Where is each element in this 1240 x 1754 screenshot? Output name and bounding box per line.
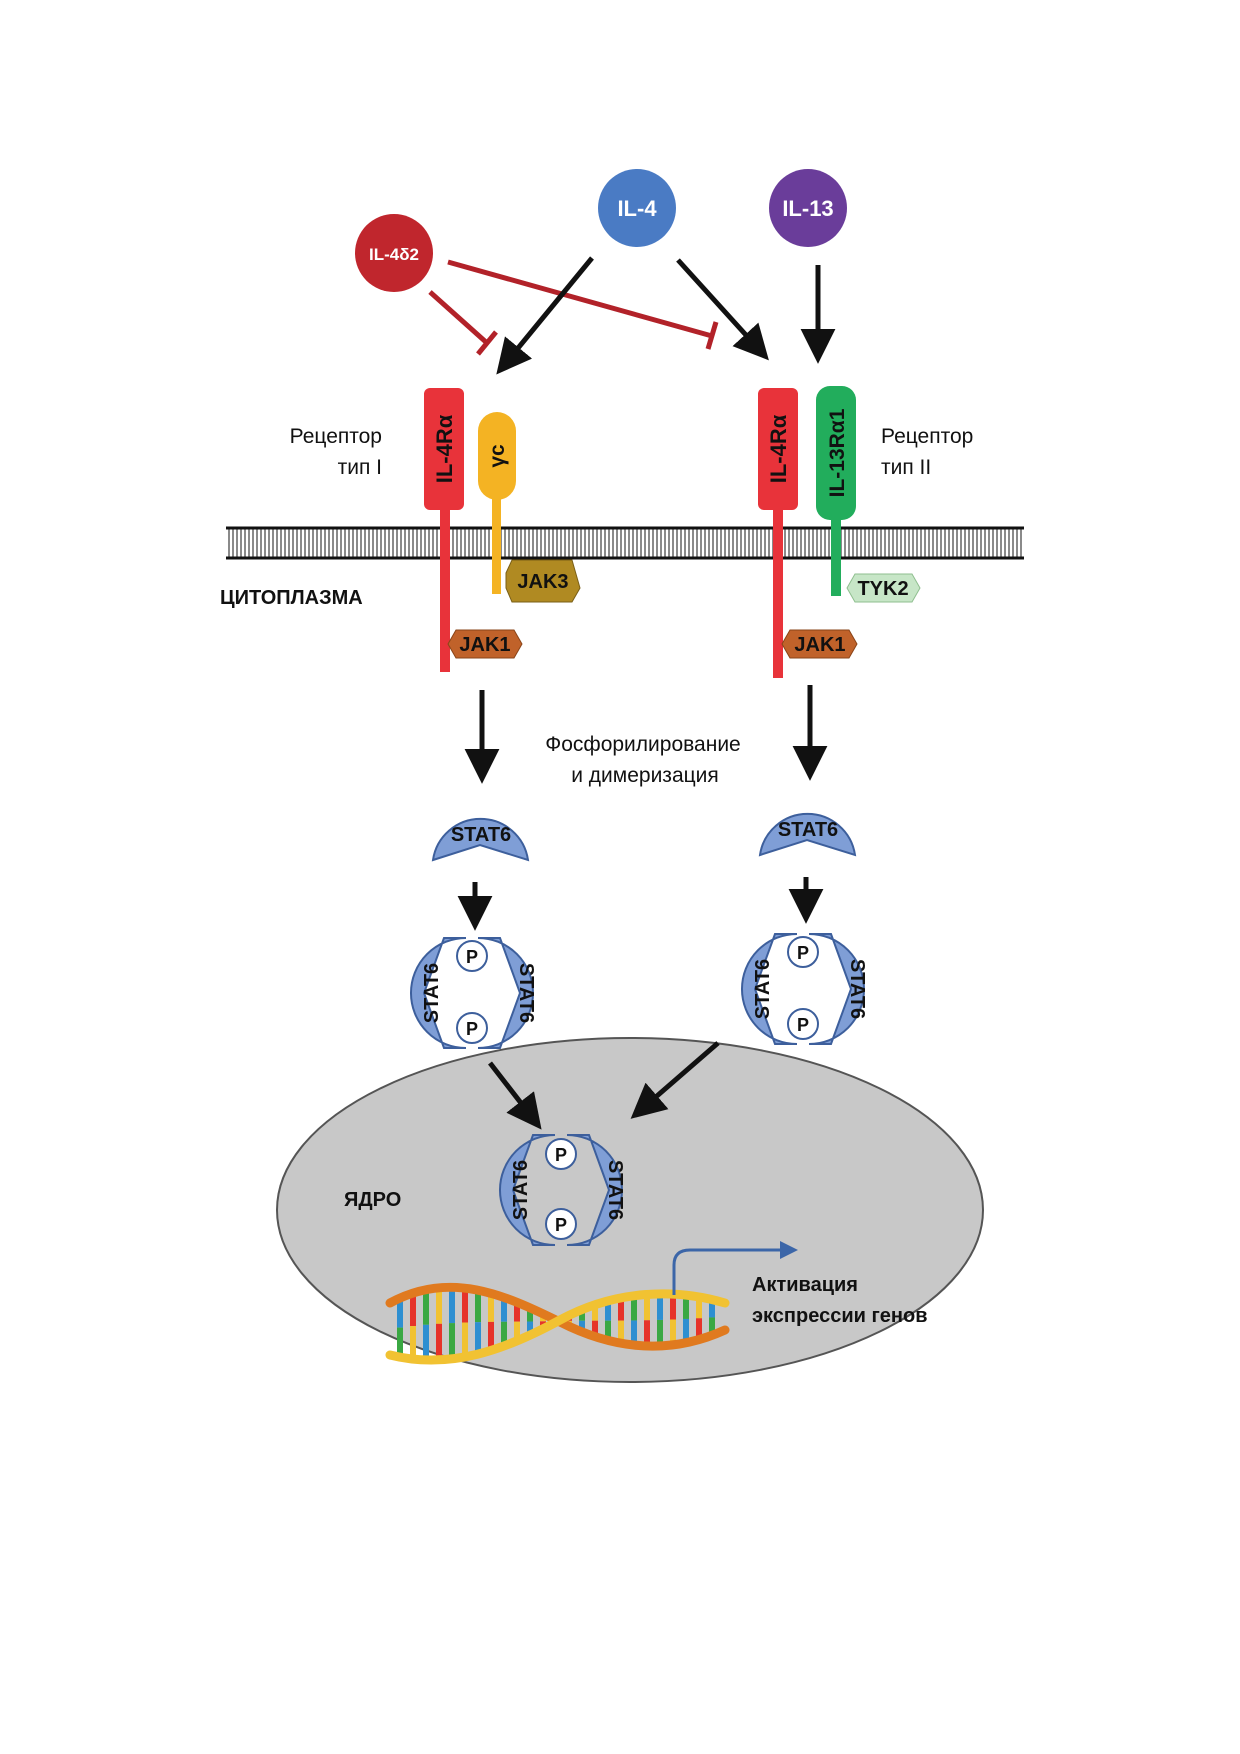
svg-text:IL-13: IL-13 [782,196,833,221]
phospho-top [456,940,488,972]
svg-text:P: P [466,947,478,967]
tyk2-kinase: TYK2 [846,573,921,603]
receptor-type1: IL-4Rα γc JAK3 JAK1 Рецептор тип I [290,388,581,672]
arrow-dimer-to-nucleus-right [630,1041,720,1119]
dna-base-pairs [397,1287,715,1361]
inhibition-lines [428,259,719,356]
receptor-type2-label-line2: тип II [881,456,931,479]
il13ra1-stalk [831,500,841,596]
il4ra-stalk-type1 [440,500,450,672]
stat6-monomer-left: STAT6 [431,817,530,862]
phospho-bottom [787,1008,819,1040]
il4ra-chain-type1 [424,388,464,510]
il4ra-chain-type2 [758,388,798,510]
cytoplasm-label: ЦИТОПЛАЗМА [220,587,363,609]
jak1-kinase-type2: JAK1 [781,629,858,659]
svg-text:IL-4Rα: IL-4Rα [432,414,457,483]
activation-arrows [457,256,836,1130]
receptor-type1-label-line2: тип I [338,456,382,479]
ligand-il13: IL-13 [769,169,847,247]
jak1-kinase-type1: JAK1 [447,629,523,659]
svg-text:P: P [555,1215,567,1235]
il4ra-stalk-type2 [773,500,783,678]
phospho-top [545,1138,577,1170]
svg-text:IL-4δ2: IL-4δ2 [369,245,419,264]
svg-text:P: P [797,943,809,963]
nucleus-label: ЯДРО [344,1189,401,1211]
process-label-line2: и димеризация [571,764,719,787]
receptor-type2: IL-4Rα IL-13Rα1 TYK2 JAK1 Рецептор тип I… [758,386,973,678]
svg-text:IL-4: IL-4 [617,196,657,221]
stat6-dimer-right: STAT6 STAT6 P P [740,933,868,1045]
gene-activation-line2: экспрессии генов [752,1305,928,1327]
svg-text:γc: γc [486,444,509,468]
process-label-line1: Фосфорилирование [545,733,740,756]
svg-text:STAT6: STAT6 [604,1160,626,1220]
phospho-bottom [456,1012,488,1044]
stat6-dimer-left: STAT6 STAT6 P P [409,937,537,1049]
svg-text:JAK1: JAK1 [459,634,510,656]
svg-text:P: P [797,1015,809,1035]
svg-text:STAT6: STAT6 [451,824,511,846]
gamma-chain-stalk [492,490,501,594]
svg-text:JAK1: JAK1 [794,634,845,656]
arrow-dimer-to-nucleus-left [488,1061,542,1130]
svg-text:TYK2: TYK2 [857,578,908,600]
svg-text:STAT6: STAT6 [510,1160,532,1220]
arrow-il4-to-type2 [676,258,769,361]
transcription-arrow [672,1241,798,1295]
receptor-type1-label-line1: Рецептор [290,425,382,448]
cell-membrane [226,526,1024,560]
gene-activation-line1: Активация [752,1274,858,1296]
svg-text:P: P [555,1145,567,1165]
jak3-kinase: JAK3 [505,559,581,603]
il13ra1-chain [816,386,856,520]
stat6-monomer-right: STAT6 [758,812,857,857]
svg-text:IL-4Rα: IL-4Rα [766,414,791,483]
gamma-chain [478,412,516,500]
ligand-il4d2: IL-4δ2 [355,214,433,292]
phospho-top [787,936,819,968]
svg-text:STAT6: STAT6 [846,959,868,1019]
stat6-dimer-nucleus: STAT6 STAT6 P P [498,1134,626,1246]
arrow-il4-to-type1 [496,256,594,375]
svg-text:P: P [466,1019,478,1039]
svg-text:STAT6: STAT6 [421,963,443,1023]
svg-text:JAK3: JAK3 [517,571,568,593]
svg-text:STAT6: STAT6 [515,963,537,1023]
ligand-il4: IL-4 [598,169,676,247]
receptor-type2-label-line1: Рецептор [881,425,973,448]
svg-text:IL-13Rα1: IL-13Rα1 [826,408,849,497]
dna-helix-icon [385,1282,730,1365]
svg-text:STAT6: STAT6 [778,819,838,841]
phospho-bottom [545,1208,577,1240]
svg-text:STAT6: STAT6 [752,959,774,1019]
